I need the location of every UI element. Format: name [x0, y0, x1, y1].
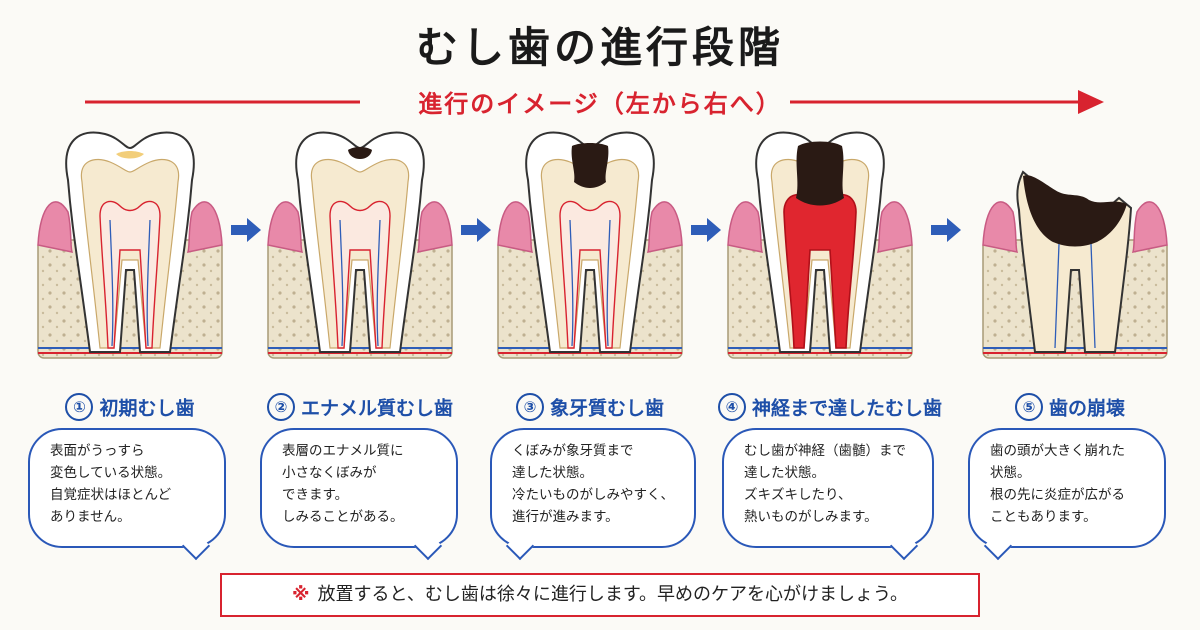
stage-1-line-2: 変色している状態。: [50, 465, 172, 481]
stage-number-2: ②: [266, 393, 295, 421]
stage-arrow-1: [231, 218, 261, 242]
progress-arrow-head: [1078, 90, 1104, 114]
stage-3-line-4: 進行が進みます。: [512, 509, 619, 525]
stage-number-1: ①: [65, 393, 94, 421]
stage-arrow-2: [461, 218, 491, 242]
note-text: 放置すると、むし歯は徐々に進行します。早めのケアを心がけましょう。: [317, 584, 908, 605]
bubble-tail: [983, 531, 1013, 561]
tooth-stage-2: [267, 131, 453, 359]
bubble-tail: [413, 531, 443, 561]
bubble-tail: [181, 531, 211, 561]
stage-description-2: 表層のエナメル質に 小さなくぼみが できます。 しみることがある。: [260, 428, 458, 561]
stage-number-5: ⑤: [1014, 393, 1043, 421]
stage-label-1: 初期むし歯: [99, 397, 195, 420]
stage-2-line-4: しみることがある。: [282, 509, 404, 525]
stage-label-5: 歯の崩壊: [1048, 397, 1125, 420]
tooth-stage-3: [497, 131, 683, 359]
bubble-tail: [505, 531, 535, 561]
stage-description-3: くぼみが象牙質まで 達した状態。 冷たいものがしみやすく、 進行が進みます。: [490, 428, 696, 561]
stage-4-line-1: むし歯が神経（歯髄）まで: [744, 443, 906, 459]
stage-4-line-4: 熱いものがしみます。: [744, 509, 878, 525]
stage-number-3: ③: [515, 393, 544, 421]
progress-label: 進行のイメージ（左から右へ）: [418, 90, 782, 118]
stage-label-3: 象牙質むし歯: [549, 397, 664, 420]
stage-2-line-2: 小さなくぼみが: [282, 465, 377, 481]
stage-label-4: 神経まで達したむし歯: [751, 397, 942, 420]
stage-label-2: エナメル質むし歯: [300, 397, 453, 420]
stage-3-line-3: 冷たいものがしみやすく、: [512, 487, 674, 503]
tooth-stage-5: [982, 170, 1168, 359]
stage-5-line-1: 歯の頭が大きく崩れた: [990, 443, 1125, 459]
note-mark: ※: [292, 584, 310, 605]
stage-2-line-3: できます。: [282, 487, 349, 503]
tooth-stage-4: [727, 131, 913, 359]
stage-5-line-3: 根の先に炎症が広がる: [990, 487, 1125, 503]
tooth-stage-1: [37, 131, 223, 359]
bubble-tail: [889, 531, 919, 561]
warning-note: ※ 放置すると、むし歯は徐々に進行します。早めのケアを心がけましょう。: [220, 573, 980, 617]
stage-3-line-2: 達した状態。: [512, 465, 593, 481]
stage-2-line-1: 表層のエナメル質に: [282, 443, 404, 459]
progress-arrow: [85, 90, 1104, 114]
stage-1-line-1: 表面がうっすら: [50, 443, 145, 459]
stage-arrow-4: [931, 218, 961, 242]
stage-5-line-4: こともあります。: [990, 509, 1097, 525]
page-title: むし歯の進行段階: [415, 23, 784, 72]
stage-1-line-3: 自覚症状はほとんど: [50, 487, 172, 503]
teeth-illustration: [37, 131, 1168, 359]
stage-description-1: 表面がうっすら 変色している状態。 自覚症状はほとんど ありません。: [28, 428, 226, 561]
stage-4-line-2: 達した状態。: [744, 465, 825, 481]
stage-5-line-2: 状態。: [990, 465, 1031, 481]
stage-number-4: ④: [717, 393, 746, 421]
stage-3-line-1: くぼみが象牙質まで: [512, 443, 634, 459]
stage-4-line-3: ズキズキしたり、: [744, 487, 852, 503]
stage-description-5: 歯の頭が大きく崩れた 状態。 根の先に炎症が広がる こともあります。: [968, 428, 1166, 561]
stage-description-4: むし歯が神経（歯髄）まで 達した状態。 ズキズキしたり、 熱いものがしみます。: [722, 428, 934, 561]
stage-1-line-4: ありません。: [50, 509, 131, 525]
stage-arrow-3: [691, 218, 721, 242]
